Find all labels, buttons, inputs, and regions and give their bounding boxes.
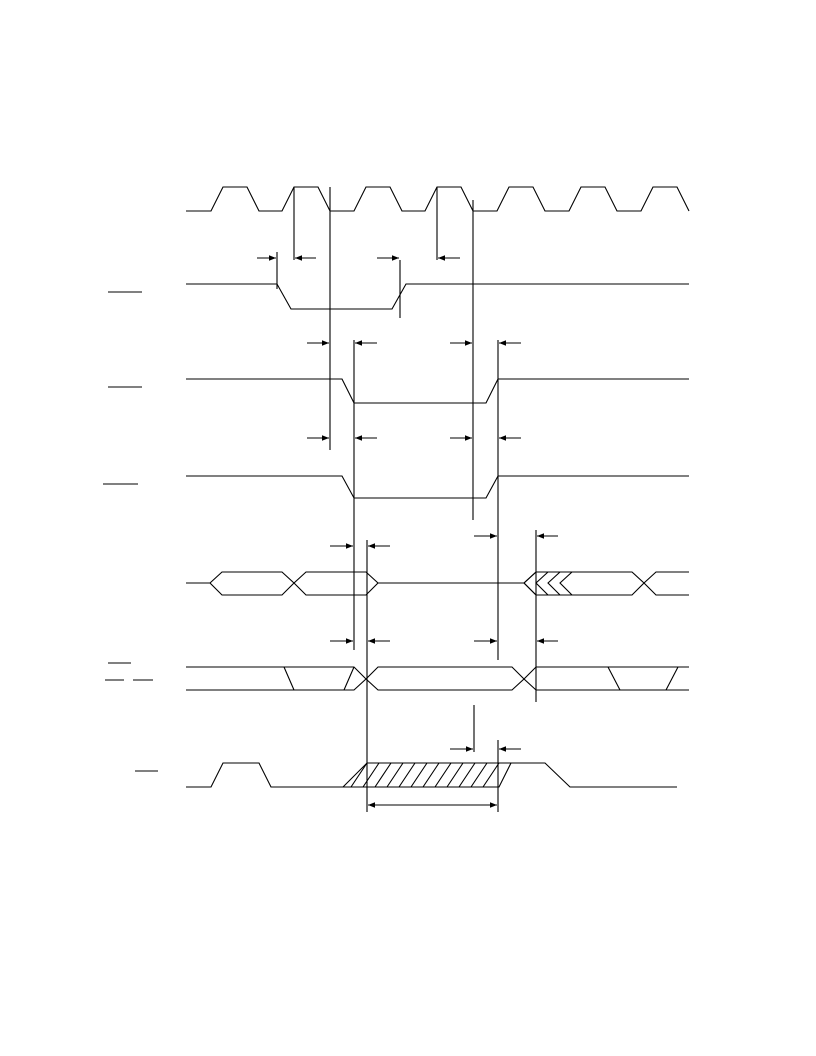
signal-7-waveform	[186, 762, 677, 788]
timing-arrows	[257, 255, 558, 808]
signal-2-waveform	[186, 283, 689, 310]
reference-lines	[276, 187, 537, 812]
signal-6-waveform	[186, 666, 689, 691]
hatched-region	[350, 762, 500, 788]
signal-5-bus	[186, 571, 689, 596]
signal-3-waveform	[186, 378, 689, 404]
signal-4-waveform	[186, 475, 689, 499]
